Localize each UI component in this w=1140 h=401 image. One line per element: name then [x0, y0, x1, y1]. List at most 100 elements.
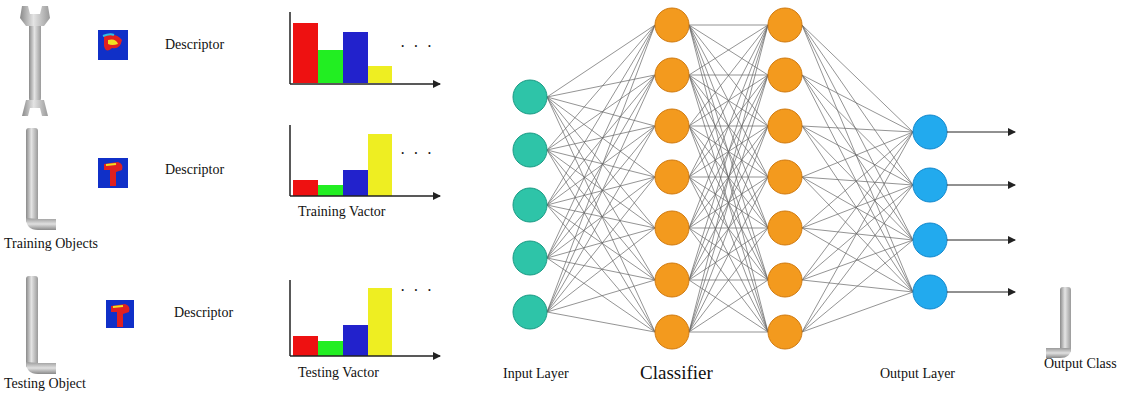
text-label: Training Objects	[4, 236, 98, 252]
weight-line	[547, 97, 655, 177]
weight-line	[802, 177, 913, 292]
weight-line	[802, 132, 913, 332]
weight-line	[689, 228, 768, 332]
wrench-image	[20, 6, 50, 116]
neuron-circle	[768, 315, 802, 349]
weight-line	[547, 228, 655, 258]
weight-line	[689, 25, 768, 26]
weight-line	[689, 280, 768, 332]
text-label: Classifier	[640, 362, 713, 384]
heatmap-icon	[98, 158, 128, 188]
weight-line	[547, 97, 655, 280]
output-arrow	[947, 240, 1015, 241]
neuron-circle	[913, 115, 947, 149]
neuron-circle	[913, 168, 947, 202]
neuron-circle	[655, 263, 689, 297]
weight-line	[547, 75, 655, 205]
weight-line	[802, 132, 913, 280]
weight-line	[547, 150, 655, 332]
weight-line	[689, 25, 768, 280]
weight-line	[547, 177, 655, 258]
weight-line	[547, 25, 655, 258]
weight-line	[802, 75, 913, 185]
weight-line	[689, 25, 768, 228]
l-key-image	[26, 276, 56, 374]
ellipsis-mark: · · ·	[400, 145, 434, 163]
neuron-circle	[513, 241, 547, 275]
neuron-circle	[513, 80, 547, 114]
weight-line	[547, 75, 655, 150]
weight-line	[547, 177, 655, 205]
histogram-chart	[290, 125, 440, 196]
weight-line	[802, 177, 913, 240]
weight-line	[802, 126, 913, 240]
neuron-circle	[655, 8, 689, 42]
text-label: Testing Object	[4, 376, 86, 392]
weight-line	[802, 228, 913, 292]
weight-line	[802, 25, 913, 132]
weight-line	[547, 25, 655, 205]
heatmap-icon	[106, 300, 134, 328]
text-label: Input Layer	[503, 366, 569, 382]
neuron-circle	[913, 275, 947, 309]
weight-line	[802, 240, 913, 332]
neuron-circle	[768, 58, 802, 92]
weight-line	[689, 25, 768, 126]
weight-line	[689, 75, 768, 332]
text-label: Training Vactor	[298, 204, 386, 220]
weight-line	[802, 228, 913, 240]
heatmap-icon	[98, 30, 128, 60]
weight-line	[689, 25, 768, 177]
neuron-circle	[913, 223, 947, 257]
weight-line	[547, 280, 655, 312]
weight-line	[547, 312, 655, 332]
weight-line	[689, 75, 768, 332]
neuron-circle	[655, 58, 689, 92]
weight-line	[802, 75, 913, 240]
neuron-circle	[655, 109, 689, 143]
neuron-circle	[655, 160, 689, 194]
text-label: Output Layer	[880, 366, 955, 382]
weight-line	[689, 332, 768, 333]
weight-line	[547, 25, 655, 150]
weight-line	[689, 25, 768, 75]
l-key-image	[1046, 287, 1071, 358]
weight-line	[689, 25, 768, 75]
neuron-circle	[513, 133, 547, 167]
output-arrow	[947, 132, 1015, 133]
weight-line	[802, 185, 913, 332]
text-label: Descriptor	[165, 162, 224, 178]
neuron-circle	[513, 295, 547, 329]
weight-line	[689, 228, 768, 332]
weight-line	[802, 25, 913, 185]
l-key-image	[26, 128, 56, 230]
weight-line	[547, 75, 655, 312]
text-label: Testing Vactor	[298, 365, 379, 381]
text-label: Descriptor	[165, 37, 224, 53]
weight-line	[802, 75, 913, 132]
weight-line	[689, 25, 768, 332]
weight-line	[802, 177, 913, 185]
weight-line	[547, 177, 655, 312]
neural-network	[513, 8, 1015, 349]
weight-line	[547, 97, 655, 332]
neuron-circle	[768, 8, 802, 42]
weight-line	[802, 126, 913, 292]
weight-line	[689, 177, 768, 332]
weight-line	[802, 126, 913, 132]
weight-line	[547, 97, 655, 228]
text-label: Output Class	[1044, 356, 1117, 372]
weight-line	[689, 25, 768, 126]
weight-line	[689, 25, 768, 228]
weight-line	[802, 240, 913, 280]
output-arrow	[947, 292, 1015, 293]
weight-line	[802, 25, 913, 240]
weight-line	[802, 126, 913, 185]
weight-line	[547, 25, 655, 312]
weight-line	[547, 150, 655, 280]
neuron-circle	[655, 315, 689, 349]
weight-line	[689, 177, 768, 332]
neuron-circle	[768, 109, 802, 143]
weight-line	[689, 25, 768, 177]
